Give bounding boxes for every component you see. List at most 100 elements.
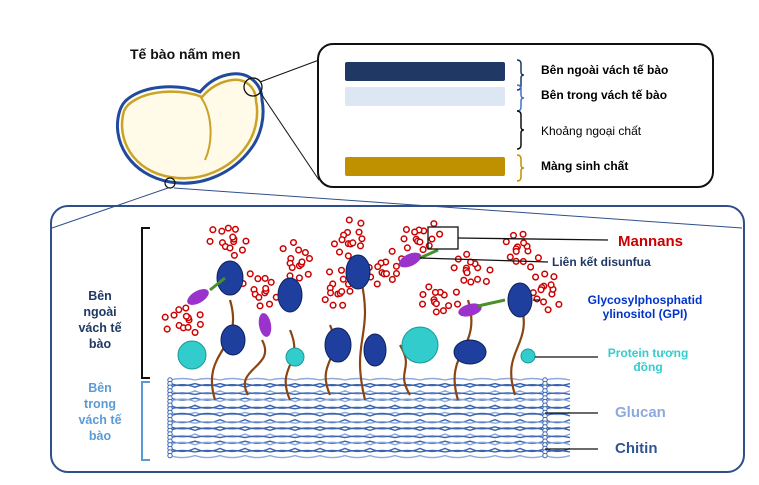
mannan-unit bbox=[555, 300, 563, 308]
mannan-unit bbox=[298, 258, 306, 266]
mannan-unit bbox=[419, 246, 427, 254]
mannoprotein bbox=[363, 333, 387, 367]
mannan-unit bbox=[295, 274, 303, 282]
mannan-unit bbox=[512, 247, 520, 255]
legend-label-outer-wall: Bên ngoài vách tế bào bbox=[541, 63, 669, 77]
label-outer-wall: Bên ngoài vách tế bào bbox=[78, 289, 122, 351]
fiber-strand bbox=[169, 435, 571, 439]
mannoprotein bbox=[345, 254, 371, 290]
mannan-unit bbox=[349, 239, 357, 247]
protein-stalk bbox=[358, 274, 367, 401]
mannan-unit bbox=[467, 278, 475, 286]
mannan-unit bbox=[463, 269, 471, 277]
fiber-strand bbox=[169, 427, 571, 432]
gpi-anchor bbox=[187, 289, 209, 305]
mannan-unit bbox=[305, 254, 314, 263]
mannan-unit bbox=[339, 301, 347, 309]
mannan-cluster bbox=[365, 247, 406, 288]
legend-bar-inner-wall bbox=[345, 87, 505, 106]
mannan-unit bbox=[544, 306, 552, 314]
mannan-unit bbox=[460, 276, 468, 284]
mannan-unit bbox=[486, 266, 494, 274]
yeast-cell bbox=[51, 59, 743, 229]
mannan-unit bbox=[267, 278, 275, 286]
label-gpi: Glycosylphosphatidylinositol (GPI) bbox=[587, 293, 703, 321]
mannan-unit bbox=[534, 254, 542, 262]
mannan-unit bbox=[246, 270, 254, 278]
mannan-cluster bbox=[529, 270, 563, 314]
mannan-unit bbox=[357, 219, 365, 227]
fiber-strand bbox=[169, 406, 571, 410]
mannan-unit bbox=[301, 248, 309, 257]
legend-label-inner-wall: Bên trong vách tế bào bbox=[541, 88, 668, 102]
mannan-unit bbox=[256, 302, 264, 310]
mannan-unit bbox=[547, 281, 555, 289]
mannan-cluster bbox=[418, 283, 462, 316]
mannan-unit bbox=[279, 245, 287, 253]
mannan-cluster bbox=[450, 250, 494, 286]
legend-panel: Bên ngoài vách tế bào Bên trong vách tế … bbox=[317, 43, 714, 188]
label-inner-wall: Bên trong vách tế bào bbox=[78, 381, 122, 443]
label-homologous-protein: Protein tương đồng bbox=[607, 346, 689, 374]
mannan-unit bbox=[325, 268, 334, 276]
mannan-unit bbox=[402, 225, 410, 234]
mannan-unit bbox=[356, 242, 365, 250]
mannan-unit bbox=[230, 251, 238, 259]
mannan-unit bbox=[474, 275, 482, 283]
legend-label-plasma-membrane: Màng sinh chất bbox=[541, 159, 629, 173]
mannan-unit bbox=[206, 237, 214, 245]
mannoprotein bbox=[216, 260, 244, 296]
mannan-unit bbox=[218, 227, 226, 235]
fiber-end bbox=[542, 452, 548, 459]
outer-wall-bracket bbox=[141, 227, 150, 379]
mannan-unit bbox=[226, 244, 234, 252]
mannan-unit bbox=[425, 242, 433, 250]
homologous-protein bbox=[520, 348, 536, 364]
mannan-unit bbox=[428, 235, 436, 243]
mannan-unit bbox=[425, 283, 433, 291]
mannan-unit bbox=[170, 311, 178, 319]
mannan-unit bbox=[419, 290, 427, 299]
mannan-unit bbox=[346, 287, 354, 295]
mannan-unit bbox=[338, 287, 346, 296]
mannan-cluster bbox=[161, 304, 204, 336]
mannan-unit bbox=[184, 323, 192, 331]
disulfide-link bbox=[477, 298, 506, 308]
mannan-unit bbox=[209, 226, 217, 234]
mannan-unit bbox=[358, 235, 366, 243]
mannan-unit bbox=[288, 264, 296, 272]
mannan-unit bbox=[541, 270, 549, 278]
fiber-strand bbox=[169, 441, 571, 446]
mannoprotein bbox=[453, 339, 487, 365]
mannan-unit bbox=[374, 263, 382, 271]
callout-lines bbox=[419, 226, 609, 450]
mannan-unit bbox=[411, 228, 419, 236]
mannan-unit bbox=[509, 231, 518, 239]
mannan-unit bbox=[403, 244, 411, 252]
fiber-strand bbox=[169, 398, 571, 403]
label-disulfide-bond: Liên kết disunfua bbox=[552, 255, 651, 269]
mannan-cluster bbox=[502, 230, 542, 271]
mannan-unit bbox=[339, 275, 347, 283]
mannan-unit bbox=[502, 238, 510, 246]
gpi-anchor bbox=[258, 313, 272, 337]
protein-stalk bbox=[210, 299, 235, 401]
mannan-cluster bbox=[330, 216, 366, 260]
mannan-cluster bbox=[321, 266, 354, 309]
mannan-unit bbox=[482, 277, 490, 286]
mannan-unit bbox=[539, 298, 548, 306]
homologous-protein bbox=[401, 326, 439, 364]
fiber-end bbox=[167, 452, 173, 459]
mannoprotein bbox=[220, 324, 246, 356]
mannan-unit bbox=[452, 288, 460, 296]
mannan-unit bbox=[261, 274, 269, 282]
mannan-unit bbox=[265, 300, 274, 308]
fiber-strand bbox=[169, 454, 571, 459]
mannan-unit bbox=[254, 275, 262, 283]
mannan-unit bbox=[436, 230, 444, 238]
mannan-unit bbox=[229, 233, 237, 241]
mannan-unit bbox=[392, 262, 400, 270]
fiber-strand bbox=[169, 421, 571, 424]
